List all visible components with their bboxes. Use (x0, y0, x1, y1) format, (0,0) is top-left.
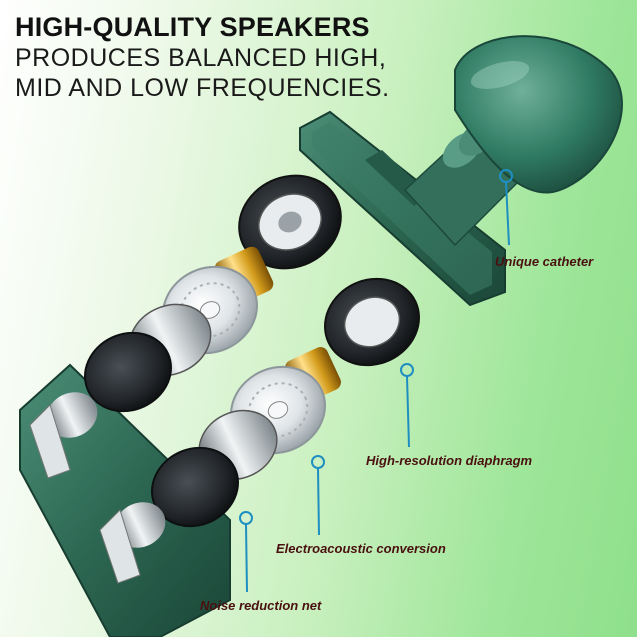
lower-driver-stack (198, 277, 420, 481)
ear-tip (454, 35, 623, 194)
callout-electroacoustic: Electroacoustic conversion (276, 541, 446, 556)
subheadline-line-2: MID AND LOW FREQUENCIES. (15, 74, 390, 102)
callout-noise-net: Noise reduction net (200, 598, 322, 613)
subheadline-line-1: PRODUCES BALANCED HIGH, (15, 44, 387, 72)
lower-housing (19, 331, 239, 637)
callout-lines (239, 169, 513, 593)
callout-diaphragm: High-resolution diaphragm (366, 453, 533, 468)
headline: HIGH-QUALITY SPEAKERS (15, 12, 370, 42)
upper-housing (299, 35, 623, 307)
callout-unique-catheter: Unique catheter (495, 254, 594, 269)
